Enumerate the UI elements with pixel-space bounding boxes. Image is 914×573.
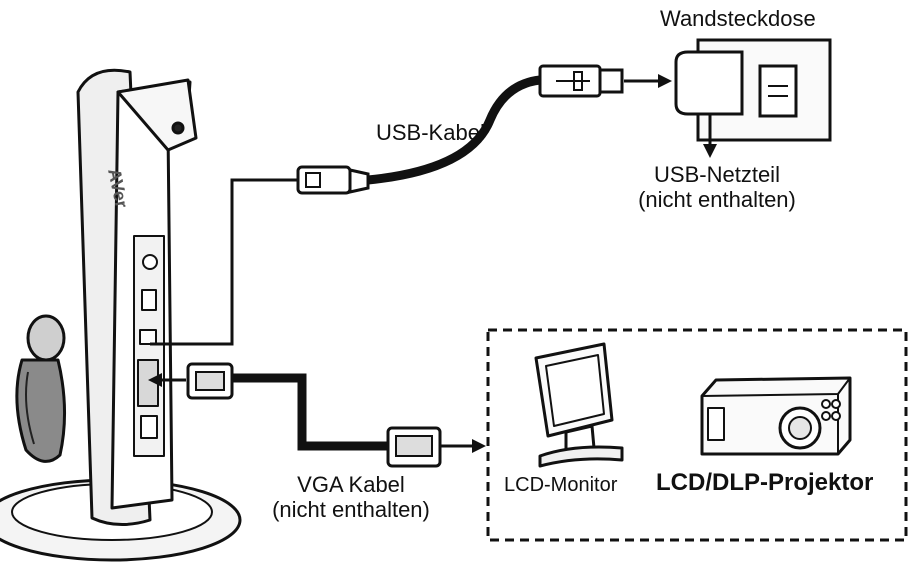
vga-cable-label: VGA Kabel (nicht enthalten) (246, 472, 456, 523)
usb-adapter-label: USB-Netzteil (nicht enthalten) (602, 162, 832, 213)
usb-adapter-title: USB-Netzteil (654, 162, 780, 187)
wall-outlet-label: Wandsteckdose (660, 6, 816, 31)
document-camera: AVer (0, 68, 242, 562)
arrow-to-adapter (624, 74, 672, 88)
projector-label: LCD/DLP-Projektor (656, 469, 874, 496)
usb-adapter-note: (nicht enthalten) (638, 187, 796, 213)
projector-illustration (700, 376, 852, 456)
vga-cable-note: (nicht enthalten) (272, 497, 430, 523)
camera-joint (26, 314, 66, 362)
usb-cable-label: USB-Kabel (376, 120, 485, 145)
vga-cable-title: VGA Kabel (297, 472, 405, 497)
wall-outlet-group (674, 38, 832, 142)
lcd-monitor-label: LCD-Monitor (504, 474, 618, 496)
outlet-socket (758, 64, 798, 118)
usb-power-adapter (674, 50, 744, 116)
lcd-monitor-illustration (534, 342, 624, 468)
usb-cable (150, 64, 624, 346)
camera-lens-arm (15, 358, 66, 463)
vga-cable (148, 362, 486, 468)
arrow-adapter-down (703, 114, 717, 158)
